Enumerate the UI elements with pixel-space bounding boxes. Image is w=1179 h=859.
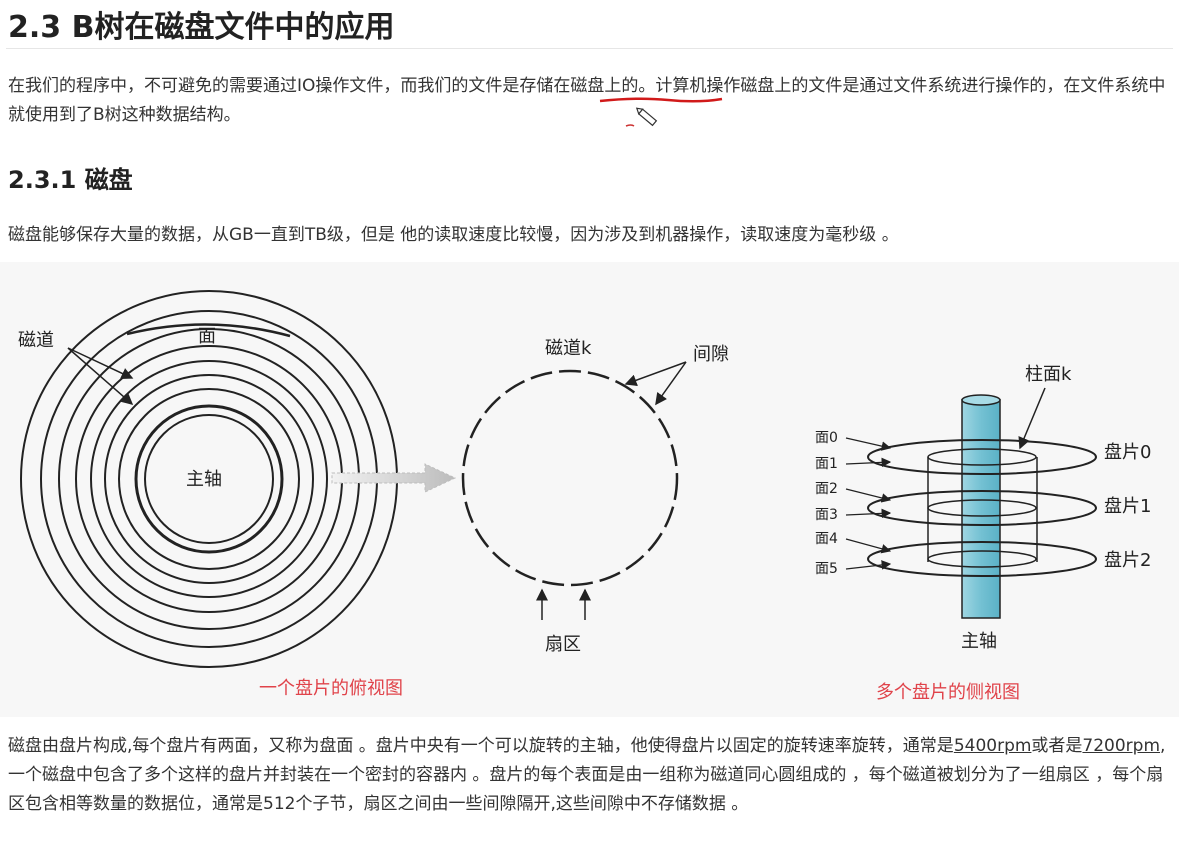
track-k-circle [461,369,679,587]
label-gap: 间隙 [693,344,729,365]
figure-background [0,262,1179,717]
label-platter-0: 盘片0 [1104,442,1151,463]
label-surface-3: 面3 [815,507,838,523]
structure-text-1: 磁盘由盘片构成,每个盘片有两面，又称为盘面 。盘片中央有一个可以旋转的主轴，他使… [8,736,954,756]
label-platter-1: 盘片1 [1104,496,1151,517]
label-cylinder: 柱面k [1025,364,1072,385]
rpm-7200: 7200rpm [1082,736,1161,756]
heading-divider [6,48,1173,49]
label-track-k: 磁道k [545,338,592,359]
section-heading: 2.3 B树在磁盘文件中的应用 [8,10,395,45]
label-track: 磁道 [18,330,54,351]
gap-pointer-1 [624,361,687,387]
label-spindle-side: 主轴 [961,631,997,652]
label-spindle-top: 主轴 [186,469,222,490]
caption-side-view: 多个盘片的侧视图 [876,682,1020,703]
label-surface: 面 [198,326,216,347]
subsection-heading: 2.3.1 磁盘 [8,166,133,194]
intro-paragraph: 在我们的程序中，不可避免的需要通过IO操作文件，而我们的文件是存储在磁盘上的。计… [8,72,1173,130]
disk-description: 磁盘能够保存大量的数据，从GB一直到TB级，但是 他的读取速度比较慢，因为涉及到… [8,225,899,245]
disk-structure-paragraph: 磁盘由盘片构成,每个盘片有两面，又称为盘面 。盘片中央有一个可以旋转的主轴，他使… [8,732,1173,819]
cylinder-pointer [1018,387,1046,450]
label-surface-5: 面5 [815,561,838,577]
track-pointer-1 [67,347,134,379]
gap-pointer-2 [655,361,687,406]
disk-figure: 磁道 面 主轴 一个盘片的俯视图 磁道k 间隙 扇区 柱面k 面0 面1 面2 … [0,262,1179,717]
transition-arrow [331,463,457,493]
label-platter-2: 盘片2 [1104,550,1151,571]
structure-text-3: ,一个磁盘中包含了多个这样的盘片并封装在一个密封的容器内 。盘片的每个表面是由一… [8,736,1166,814]
intro-text-1: 在我们的程序中，不可避免的需要通过IO操作文件，而我们的文件是 [8,76,520,96]
label-surface-4: 面4 [815,531,838,547]
platter-side-view [867,394,1097,619]
structure-text-2: 或者是 [1031,736,1083,756]
rpm-5400: 5400rpm [953,736,1032,756]
disk-diagram: 磁道 面 主轴 一个盘片的俯视图 磁道k 间隙 扇区 柱面k 面0 面1 面2 … [0,262,1179,717]
red-underline-annotation [599,97,723,103]
intro-highlight: 存储在磁盘上 [519,76,622,96]
track-pointer-2 [67,347,134,405]
label-surface-0: 面0 [815,430,838,446]
label-sector: 扇区 [545,634,581,655]
intro-text-2: 的。计算机操作磁盘上的文件是通过文件系统进行操作的，在文件系统中就使用到了B树这… [8,76,1166,125]
pencil-cursor-icon [625,107,658,127]
label-surface-2: 面2 [815,481,838,497]
surface-pointers [845,437,892,570]
label-surface-1: 面1 [815,456,838,472]
caption-top-view: 一个盘片的俯视图 [259,678,403,699]
